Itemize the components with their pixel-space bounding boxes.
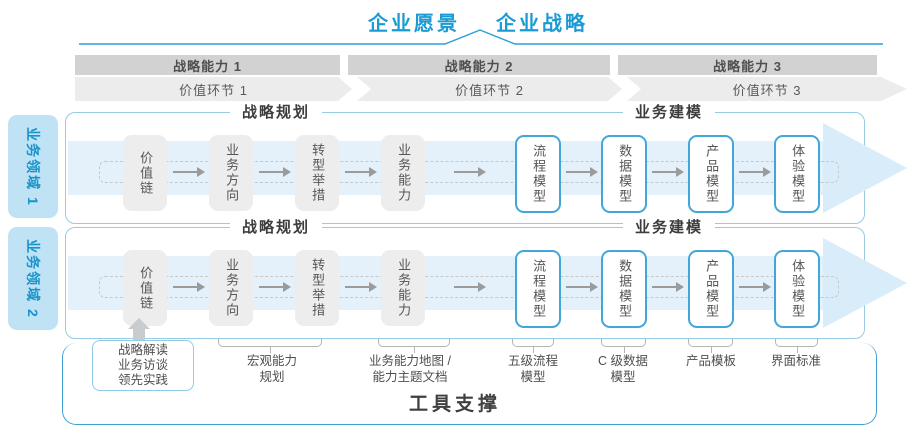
value-link-segment-2: 价值环节 2 (357, 77, 622, 101)
bracket-data-model (601, 339, 646, 353)
inputs-box: 战略解读 业务访谈 领先实践 (92, 340, 194, 391)
node-value-chain: 价值链 (123, 250, 167, 326)
value-link-segment-1: 价值环节 1 (75, 77, 352, 101)
annotation-capability-map: 业务能力地图 / 能力主题文档 (369, 354, 451, 384)
dashed-track (99, 276, 839, 298)
node-product-model: 产品模型 (688, 135, 734, 213)
capability-bar-2: 战略能力 2 (348, 55, 610, 75)
node-business-capability: 业务能力 (381, 250, 425, 326)
annotation-process-model: 五级流程 模型 (507, 354, 558, 384)
flow-arrow-icon (259, 282, 291, 292)
domain-row-2: 战略规划 业务建模 价值链 业务方向 转型举措 业务能力 流程模型 数据模型 产… (65, 218, 907, 339)
up-arrow-icon (128, 318, 150, 342)
node-data-model: 数据模型 (601, 250, 647, 328)
node-business-capability: 业务能力 (381, 135, 425, 211)
section-header-strategy-planning: 战略规划 (229, 218, 323, 237)
annotation-macro-capability: 宏观能力 规划 (246, 354, 297, 384)
vision-title: 企业愿景 (368, 13, 460, 35)
strategy-title: 企业战略 (496, 13, 588, 35)
inputs-line: 业务访谈 (117, 358, 168, 372)
peak-connector-line (79, 29, 883, 45)
node-process-model: 流程模型 (515, 135, 561, 213)
annotation-product-template: 产品模板 (685, 354, 736, 368)
node-experience-model: 体验模型 (774, 250, 820, 328)
flow-arrow-icon (652, 167, 684, 177)
flow-arrow-icon (173, 282, 205, 292)
flow-arrow-icon (652, 282, 684, 292)
inputs-line: 战略解读 (117, 343, 168, 357)
section-header-strategy-planning: 战略规划 (229, 103, 323, 122)
bracket-capability-map (378, 339, 450, 353)
node-business-direction: 业务方向 (209, 250, 253, 326)
node-process-model: 流程模型 (515, 250, 561, 328)
flow-arrow-icon (566, 167, 598, 177)
flow-arrow-icon (345, 282, 377, 292)
flow-arrow-icon (259, 167, 291, 177)
tool-support-container (62, 343, 877, 425)
node-business-direction: 业务方向 (209, 135, 253, 211)
flow-arrow-icon (739, 282, 771, 292)
value-link-segment-3: 价值环节 3 (627, 77, 907, 101)
domain-label-2: 业务领域 2 (8, 227, 58, 330)
bracket-macro-capability (218, 339, 322, 353)
node-transformation-initiatives: 转型举措 (295, 135, 339, 211)
node-value-chain: 价值链 (123, 135, 167, 211)
flow-arrow-icon (345, 167, 377, 177)
node-product-model: 产品模型 (688, 250, 734, 328)
bracket-product-template (688, 339, 733, 353)
bracket-process-model (512, 339, 554, 353)
flow-arrow-icon (454, 167, 486, 177)
annotation-data-model: C 级数据 模型 (597, 354, 648, 384)
flow-arrow-icon (173, 167, 205, 177)
dashed-track (99, 161, 839, 183)
flow-arrow-icon (739, 167, 771, 177)
annotation-ui-standard: 界面标准 (770, 354, 821, 368)
flow-arrow-icon (454, 282, 486, 292)
capability-bar-3: 战略能力 3 (618, 55, 877, 75)
domain-label-1: 业务领域 1 (8, 115, 58, 218)
section-header-business-modeling: 业务建模 (622, 103, 716, 122)
capability-bar-1: 战略能力 1 (75, 55, 340, 75)
node-data-model: 数据模型 (601, 135, 647, 213)
section-header-business-modeling: 业务建模 (622, 218, 716, 237)
node-transformation-initiatives: 转型举措 (295, 250, 339, 326)
inputs-line: 领先实践 (117, 373, 168, 387)
bracket-ui-standard (775, 339, 818, 353)
node-experience-model: 体验模型 (774, 135, 820, 213)
page-title: 企业愿景 企业战略 (0, 7, 910, 36)
flow-arrow-icon (566, 282, 598, 292)
tool-support-label: 工具支撑 (408, 394, 501, 415)
domain-row-1: 战略规划 业务建模 价值链 业务方向 转型举措 业务能力 流程模型 数据模型 产… (65, 103, 907, 224)
